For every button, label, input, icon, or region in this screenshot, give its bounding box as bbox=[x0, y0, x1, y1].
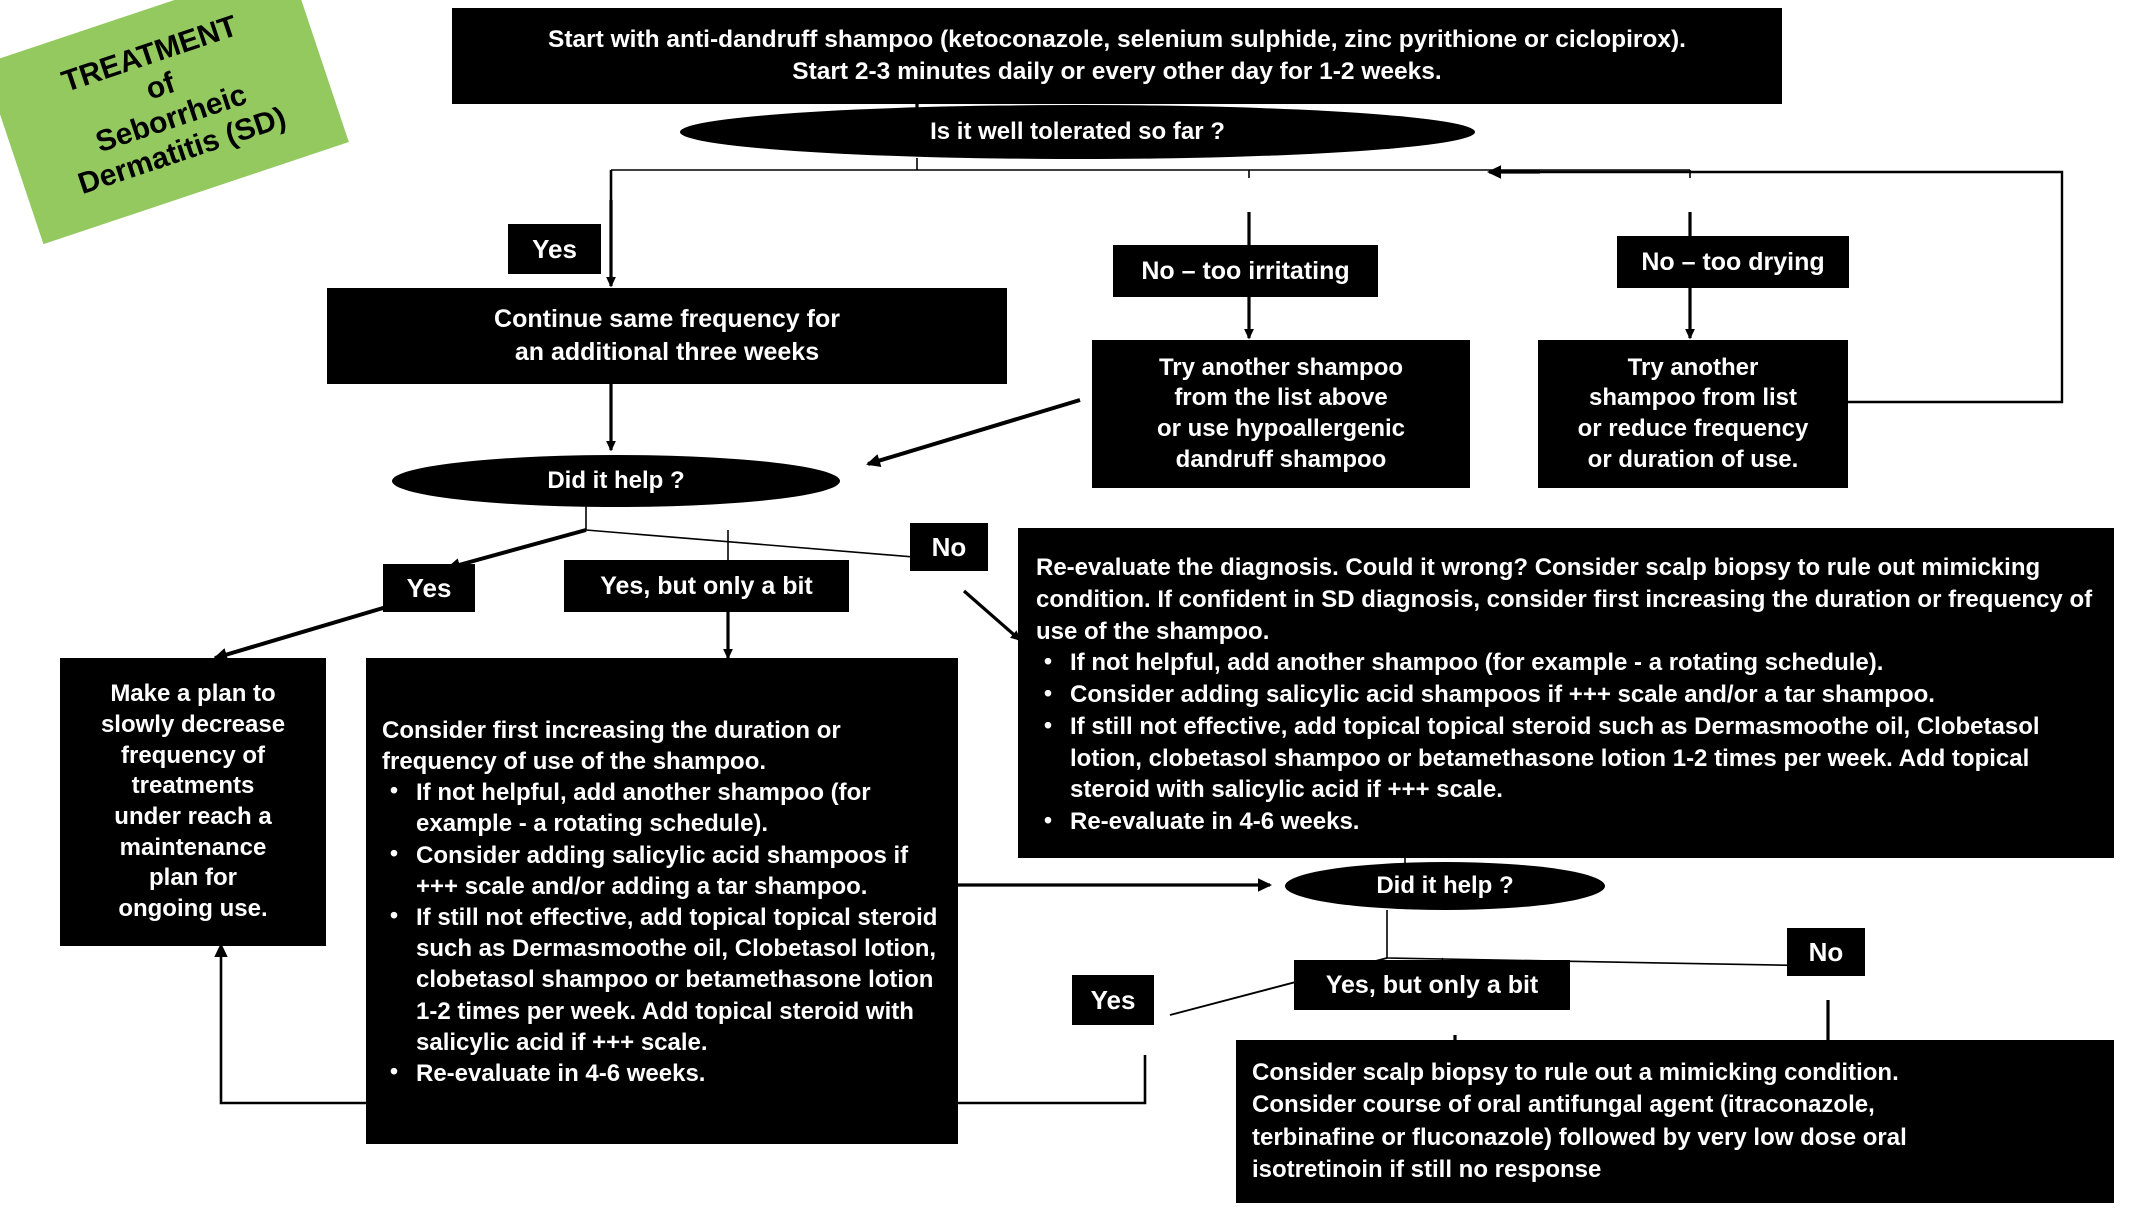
node-maintenance-line-4: treatments bbox=[131, 772, 255, 800]
node-drying-line-3: or reduce frequency bbox=[1577, 415, 1809, 442]
node-decision-did-it-help-2[interactable]: Did it help ? bbox=[1285, 862, 1605, 910]
node-reevaluate-bullet-3: If still not effective, add topical topi… bbox=[1036, 710, 2096, 806]
node-oral-line-1: Consider scalp biopsy to rule out a mimi… bbox=[1252, 1059, 1899, 1087]
node-try-another-shampoo-irritating[interactable]: Try another shampoo from the list above … bbox=[1092, 340, 1470, 488]
node-decision-tolerated-label: Is it well tolerated so far ? bbox=[930, 118, 1225, 145]
edge-label-help1-yes-text: Yes bbox=[406, 572, 452, 603]
edge-label-no-too-drying-text: No – too drying bbox=[1641, 247, 1825, 276]
node-escalate-intro: Consider first increasing the duration o… bbox=[382, 716, 841, 776]
edge-label-no-too-irritating-text: No – too irritating bbox=[1141, 256, 1350, 285]
edge-label-no-too-drying[interactable]: No – too drying bbox=[1617, 236, 1849, 288]
node-decision-tolerated[interactable]: Is it well tolerated so far ? bbox=[680, 105, 1475, 159]
edge-label-help1-yes[interactable]: Yes bbox=[383, 564, 475, 612]
node-decision-help2-label: Did it help ? bbox=[1376, 872, 1514, 899]
node-reevaluate-bullet-2: Consider adding salicylic acid shampoos … bbox=[1036, 678, 2096, 711]
edge-label-help2-yes-but[interactable]: Yes, but only a bit bbox=[1294, 960, 1570, 1010]
node-maintenance-line-7: plan for bbox=[149, 864, 237, 892]
node-maintenance-line-1: Make a plan to bbox=[110, 680, 276, 708]
title-banner: TREATMENT of Seborrheic Dermatitis (SD) bbox=[0, 0, 349, 245]
edge-label-help2-yes[interactable]: Yes bbox=[1072, 975, 1154, 1025]
node-oral-line-4: isotretinoin if still no response bbox=[1252, 1155, 1602, 1183]
node-irritating-line-1: Try another shampoo bbox=[1158, 353, 1404, 381]
edge-label-help1-no[interactable]: No bbox=[910, 523, 988, 571]
node-escalate-bullet-1: If not helpful, add another shampoo (for… bbox=[382, 776, 944, 839]
edge-label-help1-yes-but[interactable]: Yes, but only a bit bbox=[564, 560, 849, 612]
node-maintenance-line-3: frequency of bbox=[120, 741, 266, 769]
node-drying-line-2: shampoo from list bbox=[1588, 384, 1798, 412]
node-continue-same-frequency[interactable]: Continue same frequency for an additiona… bbox=[327, 288, 1007, 384]
node-start-line-1: Start with anti-dandruff shampoo (ketoco… bbox=[547, 25, 1686, 53]
node-reevaluate-bullets: If not helpful, add another shampoo (for… bbox=[1036, 646, 2096, 838]
node-escalate-bullet-4: Re-evaluate in 4-6 weeks. bbox=[382, 1057, 944, 1089]
node-decision-help1-label: Did it help ? bbox=[547, 467, 685, 494]
node-reevaluate-bullet-4: Re-evaluate in 4-6 weeks. bbox=[1036, 805, 2096, 838]
node-oral-line-3: terbinafine or fluconazole) followed by … bbox=[1252, 1123, 1907, 1151]
node-maintenance-line-6: maintenance bbox=[119, 833, 267, 861]
node-reevaluate-intro: Re-evaluate the diagnosis. Could it wron… bbox=[1036, 554, 2093, 645]
node-oral-line-2: Consider course of oral antifungal agent… bbox=[1252, 1091, 1875, 1119]
edge-label-no-too-irritating[interactable]: No – too irritating bbox=[1113, 245, 1378, 297]
edge-label-help2-yes-but-text: Yes, but only a bit bbox=[1325, 970, 1539, 999]
node-maintenance-line-2: slowly decrease bbox=[100, 710, 286, 738]
node-escalate-partial-response[interactable]: Consider first increasing the duration o… bbox=[366, 658, 958, 1144]
edge-label-help1-yes-but-text: Yes, but only a bit bbox=[600, 571, 813, 600]
edge-label-help2-no[interactable]: No bbox=[1787, 928, 1865, 976]
node-start-line-2: Start 2-3 minutes daily or every other d… bbox=[792, 58, 1442, 85]
node-drying-line-4: or duration of use. bbox=[1587, 445, 1799, 473]
node-escalate-bullet-2: Consider adding salicylic acid shampoos … bbox=[382, 839, 944, 902]
node-continue-line-2: an additional three weeks bbox=[514, 338, 820, 366]
edge-label-help2-no-text: No bbox=[1808, 936, 1844, 967]
node-irritating-line-2: from the list above bbox=[1174, 384, 1388, 412]
node-continue-line-1: Continue same frequency for bbox=[494, 304, 840, 333]
node-drying-line-1: Try another bbox=[1627, 353, 1759, 381]
node-irritating-line-4: dandruff shampoo bbox=[1175, 445, 1387, 473]
edge-label-yes-tolerated-text: Yes bbox=[532, 233, 577, 264]
node-oral-therapy[interactable]: Consider scalp biopsy to rule out a mimi… bbox=[1236, 1040, 2114, 1203]
node-try-another-shampoo-drying[interactable]: Try another shampoo from list or reduce … bbox=[1538, 340, 1848, 488]
edge-label-yes-tolerated[interactable]: Yes bbox=[508, 224, 601, 274]
edge-label-help2-yes-text: Yes bbox=[1090, 984, 1136, 1015]
node-start-shampoo[interactable]: Start with anti-dandruff shampoo (ketoco… bbox=[452, 8, 1782, 104]
node-irritating-line-3: or use hypoallergenic bbox=[1156, 415, 1406, 442]
node-maintenance-line-8: ongoing use. bbox=[118, 895, 268, 923]
node-reevaluate-diagnosis[interactable]: Re-evaluate the diagnosis. Could it wron… bbox=[1018, 528, 2114, 858]
node-maintenance-plan[interactable]: Make a plan to slowly decrease frequency… bbox=[60, 658, 326, 946]
edge-label-help1-no-text: No bbox=[931, 531, 967, 562]
node-decision-did-it-help-1[interactable]: Did it help ? bbox=[392, 455, 840, 507]
node-escalate-bullet-3: If still not effective, add topical topi… bbox=[382, 901, 944, 1058]
node-maintenance-line-5: under reach a bbox=[114, 803, 272, 830]
node-escalate-bullets: If not helpful, add another shampoo (for… bbox=[382, 776, 944, 1089]
node-reevaluate-bullet-1: If not helpful, add another shampoo (for… bbox=[1036, 646, 2096, 679]
